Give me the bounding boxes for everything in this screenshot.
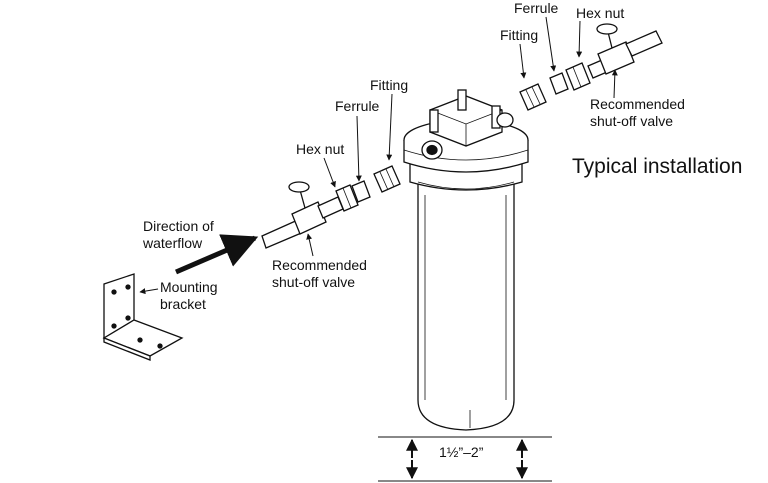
left-hexnut-label: Hex nut — [296, 141, 345, 157]
diagram-title: Typical installation — [572, 155, 743, 178]
left-fitting-label: Fitting — [370, 77, 409, 93]
right-ferrule-label: Ferrule — [514, 0, 559, 16]
direction-label-line2: waterflow — [143, 235, 203, 251]
waterflow-arrow — [175, 234, 259, 275]
leader-lines — [139, 16, 618, 295]
filter-housing — [403, 89, 529, 431]
left-ferrule-label: Ferrule — [335, 98, 380, 114]
mounting-bracket — [102, 273, 184, 361]
left-pipe-assembly — [261, 165, 401, 249]
clearance-dimension — [378, 436, 552, 482]
left-valve-label-line2: shut-off valve — [272, 274, 356, 290]
mounting-label-line2: bracket — [160, 296, 206, 312]
direction-label-line1: Direction of — [143, 218, 214, 234]
left-valve-label-line1: Recommended — [272, 257, 367, 273]
right-valve-label-line2: shut-off valve — [590, 113, 674, 129]
mounting-label-line1: Mounting — [160, 279, 218, 295]
clearance-label: 1½”–2” — [439, 444, 484, 460]
right-hexnut-label: Hex nut — [576, 5, 625, 21]
right-valve-label-line1: Recommended — [590, 96, 685, 112]
right-pipe-assembly — [519, 23, 663, 111]
right-fitting-label: Fitting — [500, 27, 539, 43]
